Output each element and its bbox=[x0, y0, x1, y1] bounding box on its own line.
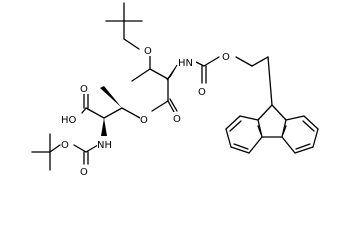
fluorene-ring-system bbox=[225, 104, 319, 154]
atom-o-acid-hydroxyl: HO bbox=[61, 115, 77, 126]
atom-o-ester-link: O bbox=[140, 115, 148, 126]
atom-n-boc: NH bbox=[97, 140, 112, 151]
atom-n-fmoc: HN bbox=[178, 58, 193, 69]
thr-side-chain bbox=[131, 54, 169, 82]
atom-labels: O HN O O O O O HO NH O O bbox=[61, 44, 234, 178]
fmoc-carbamate bbox=[191, 56, 273, 106]
ester-carbonyl bbox=[151, 78, 178, 113]
atom-o-fmoc-carbonyl: O bbox=[198, 87, 206, 98]
atom-o-tbu-ether: O bbox=[144, 46, 152, 57]
atom-o-boc-carbonyl: O bbox=[80, 167, 88, 178]
hashed-bond-alpha-n bbox=[166, 64, 178, 81]
thr2-backbone bbox=[81, 93, 141, 119]
wedge-bond-thr2-n bbox=[101, 118, 107, 136]
structure-canvas: O HN O O O O O HO NH O O bbox=[31, 2, 319, 178]
atom-o-fmoc-carbamate: O bbox=[222, 52, 230, 63]
atom-o-ester-carbonyl: O bbox=[173, 114, 181, 125]
molecule-structure: O HN O O O O O HO NH O O bbox=[31, 2, 319, 178]
atom-o-boc-carbamate: O bbox=[61, 140, 69, 151]
boc-carbamate bbox=[31, 133, 99, 171]
tbu-ether-group bbox=[105, 2, 143, 50]
wedge-bond-thr2-methyl bbox=[100, 86, 122, 108]
atom-o-acid-carbonyl: O bbox=[80, 84, 88, 95]
